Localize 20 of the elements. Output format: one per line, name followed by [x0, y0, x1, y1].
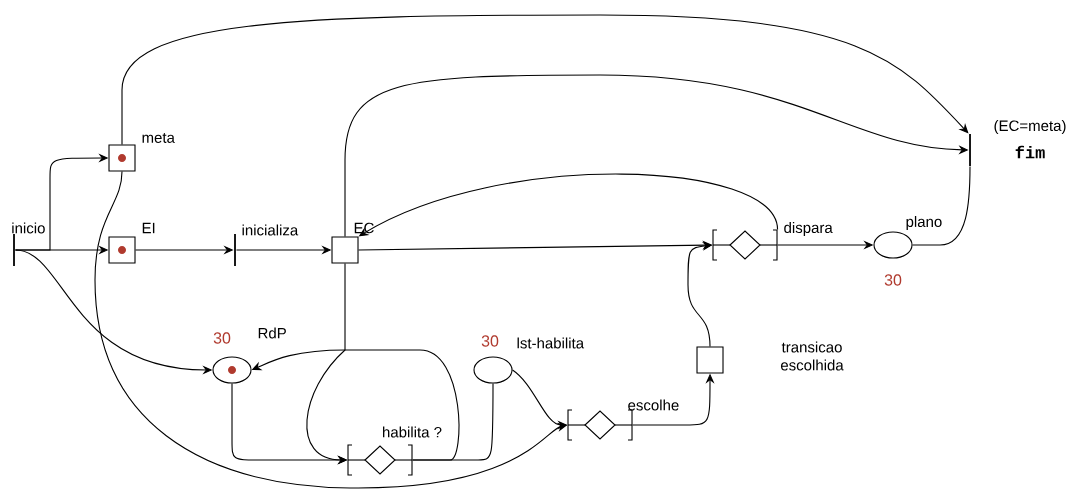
- arc: [121, 14, 969, 145]
- node-label: habilita ?: [383, 426, 442, 438]
- node-label: escolhe: [628, 399, 679, 411]
- node-label: fim: [1015, 145, 1045, 159]
- token-count: 30: [481, 335, 499, 347]
- node-label: RdP: [258, 327, 286, 339]
- node-label: EC: [354, 222, 374, 234]
- token-count: 30: [213, 332, 231, 344]
- arc: [912, 166, 971, 246]
- node-label: meta: [142, 133, 175, 143]
- node-label: EI: [142, 222, 155, 234]
- arc: [412, 383, 494, 461]
- node-label: (EC=meta): [994, 120, 1066, 134]
- token-count: 30: [884, 274, 902, 286]
- node-label: inicializa: [242, 224, 299, 236]
- node-label: dispara: [784, 222, 833, 236]
- node-label: transicao escolhida: [780, 341, 844, 371]
- node-label: plano: [906, 216, 942, 230]
- node-label: lst-habilita: [517, 337, 585, 349]
- node-label: inicio: [12, 222, 45, 234]
